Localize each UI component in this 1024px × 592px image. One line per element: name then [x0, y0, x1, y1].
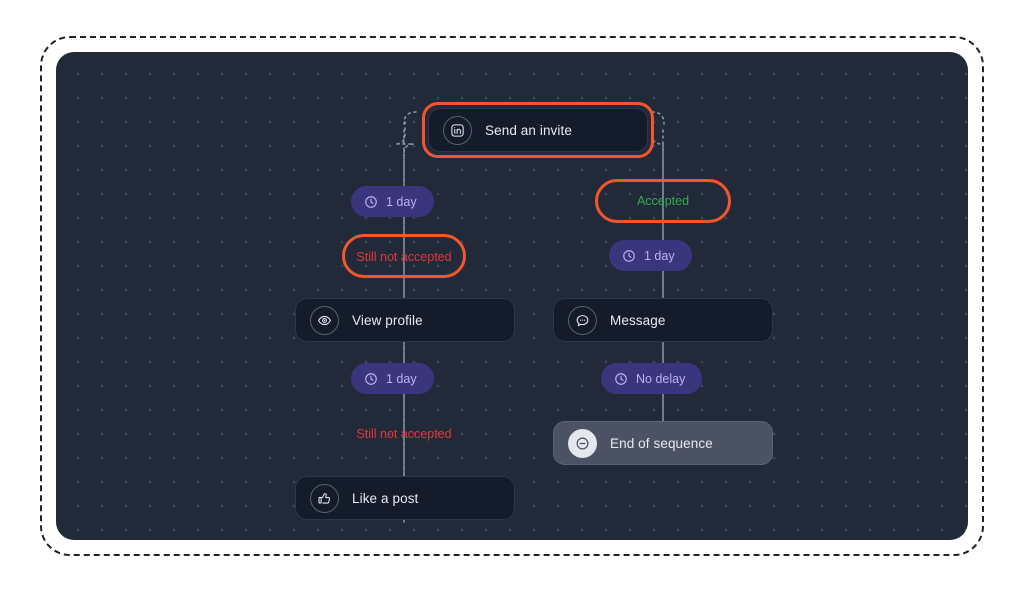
thumbs-up-icon: [310, 483, 339, 513]
node-label: View profile: [352, 312, 423, 328]
node-send-an-invite[interactable]: Send an invite: [428, 108, 648, 152]
node-end-of-sequence[interactable]: End of sequence: [553, 421, 773, 465]
chat-bubble-icon: [568, 305, 597, 335]
delay-pill-label: 1 day: [386, 194, 417, 209]
condition-still-not-accepted[interactable]: Still not accepted: [356, 250, 452, 264]
delay-pill-right-2[interactable]: No delay: [601, 363, 703, 394]
node-label: Message: [610, 312, 666, 328]
node-label: End of sequence: [610, 435, 713, 451]
condition-accepted[interactable]: Accepted: [636, 194, 690, 208]
node-label: Like a post: [352, 490, 419, 506]
delay-pill-left-2[interactable]: 1 day: [351, 363, 434, 394]
clock-icon: [364, 195, 378, 209]
eye-icon: [310, 305, 339, 335]
node-like-a-post[interactable]: Like a post: [295, 476, 515, 520]
node-message[interactable]: Message: [553, 298, 773, 342]
node-label: Send an invite: [485, 122, 572, 138]
delay-pill-right-1[interactable]: 1 day: [609, 240, 692, 271]
clock-icon: [622, 249, 636, 263]
clock-icon: [614, 372, 628, 386]
clock-icon: [364, 372, 378, 386]
linkedin-icon: [443, 115, 472, 145]
sequence-flow-canvas[interactable]: Send an invite 1 day Still not accepted: [56, 52, 968, 540]
node-view-profile[interactable]: View profile: [295, 298, 515, 342]
minus-circle-icon: [568, 428, 597, 458]
condition-still-not-accepted-2[interactable]: Still not accepted: [356, 427, 452, 441]
delay-pill-left-1[interactable]: 1 day: [351, 186, 434, 217]
delay-pill-label: 1 day: [644, 248, 675, 263]
delay-pill-label: 1 day: [386, 371, 417, 386]
delay-pill-label: No delay: [636, 371, 686, 386]
